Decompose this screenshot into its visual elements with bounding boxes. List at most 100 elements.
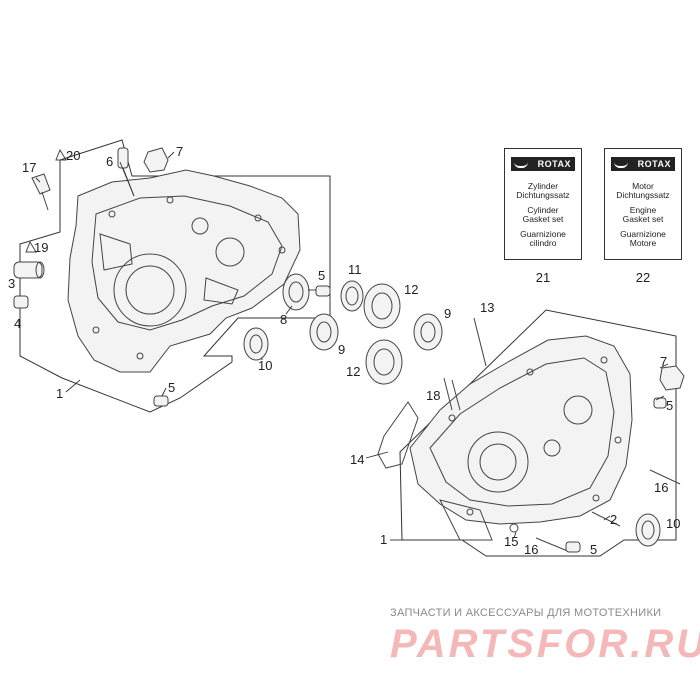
part-20-washer [55,148,67,161]
callout-16-bottom: 16 [524,542,538,557]
part-11-seal [340,280,364,312]
leader-6 [119,161,135,197]
leader-7-right [659,363,669,369]
kit-card-engine-gasket: ROTAX Motor Dichtungssatz Engine Gasket … [604,148,682,260]
leader-5-right [655,395,665,401]
leader-1-left [65,379,81,393]
right-bolt-hole [592,494,600,502]
callout-7-left: 7 [176,144,183,159]
kit-brand: ROTAX [637,159,671,169]
leader-8 [285,305,293,315]
right-bolt-hole [526,368,534,376]
kit-card-cylinder-gasket: ROTAX Zylinder Dichtungssatz Cylinder Ga… [504,148,582,260]
callout-3: 3 [8,276,15,291]
part-11-seal-bore [345,286,359,306]
right-crank-chamber [467,431,529,493]
left-rib [203,277,239,305]
kit-line: Dichtungssatz [616,190,670,200]
callout-8: 8 [280,312,287,327]
part-5-dowel [565,541,581,553]
kit-line: cilindro [529,238,557,248]
callout-6: 6 [106,154,113,169]
callout-18: 18 [426,388,440,403]
part-10-seal [243,327,269,361]
right-crankcase-half [399,309,677,557]
part-8-bearing [282,273,310,311]
callout-15: 15 [504,534,518,549]
callout-22: 22 [635,270,651,285]
callout-16-right: 16 [654,480,668,495]
part-10-seal [635,513,661,547]
rotax-logo: ROTAX [511,157,575,171]
left-shaft-bore [191,217,209,235]
callout-5-bottom-right: 5 [590,542,597,557]
part-7-cap [143,147,169,173]
right-bolt-hole [614,436,622,444]
kit-line: Gasket set [522,214,564,224]
rotax-logo: ROTAX [611,157,675,171]
kit-line: Guarnizione [620,229,666,239]
callout-5-top: 5 [318,268,325,283]
part-13-stud [473,317,487,367]
part-17-shank [41,191,49,211]
part-16-bolt [535,537,571,553]
part-12-bearing-bore [373,348,395,376]
right-crankcase-inner-wall [429,357,615,507]
part-18-stud [451,379,461,411]
part-5-dowel [315,285,331,297]
callout-19: 19 [34,240,48,255]
right-assembly-frame [399,309,677,557]
kit-line: Motor [632,181,654,191]
callout-9-right: 9 [444,306,451,321]
part-3-sleeve [13,261,43,279]
part-14-gasket [377,401,419,469]
left-bolt-hole [166,196,174,204]
part-9-bearing [413,313,443,351]
left-crank-bore [125,265,175,315]
callout-9-left: 9 [338,342,345,357]
leader-17 [35,177,41,183]
right-bolt-hole [448,414,456,422]
left-crankcase-half [19,139,331,413]
callout-10-right: 10 [666,516,680,531]
leader-2 [603,515,611,521]
left-bolt-hole [254,214,262,222]
callout-10-left: 10 [258,358,272,373]
kit-line: Engine [629,205,657,215]
callout-21: 21 [535,270,551,285]
rotax-logo-mark [514,160,528,168]
callout-7-right: 7 [660,354,667,369]
part-3-sleeve-end [35,261,45,279]
part-18-stud [443,377,453,411]
callout-4: 4 [14,316,21,331]
rotax-logo-mark [614,160,628,168]
part-19-washer [25,240,37,253]
callout-5-right: 5 [666,398,673,413]
part-4-pin [13,295,29,309]
right-gearbox-bore [563,395,593,425]
left-bolt-hole [136,352,144,360]
part-17-screw [31,173,51,195]
left-bolt-hole [108,210,116,218]
part-12-bearing [365,339,403,385]
left-transfer-port [99,233,133,271]
leader-7-left [167,151,175,159]
right-crank-bore [479,443,517,481]
left-crank-chamber [113,253,187,327]
part-12-bearing [363,283,401,329]
watermark-logo: PARTSFOR.RU [390,622,700,666]
right-bolt-hole [600,356,608,364]
leader-lines [19,151,669,541]
part-9-bearing-bore [316,321,332,343]
callout-labels: 17 20 6 7 19 3 4 5 1 5 8 10 9 11 12 12 9… [8,144,680,557]
leader-15 [513,531,517,539]
kit-line: Guarnizione [520,229,566,239]
callout-11: 11 [348,262,362,277]
part-5-dowel [653,397,667,409]
left-gearbox-bore [215,237,245,267]
callout-20: 20 [66,148,80,163]
right-crankcase-body [409,335,633,525]
callout-2: 2 [610,512,617,527]
right-shaft-bore [543,439,561,457]
